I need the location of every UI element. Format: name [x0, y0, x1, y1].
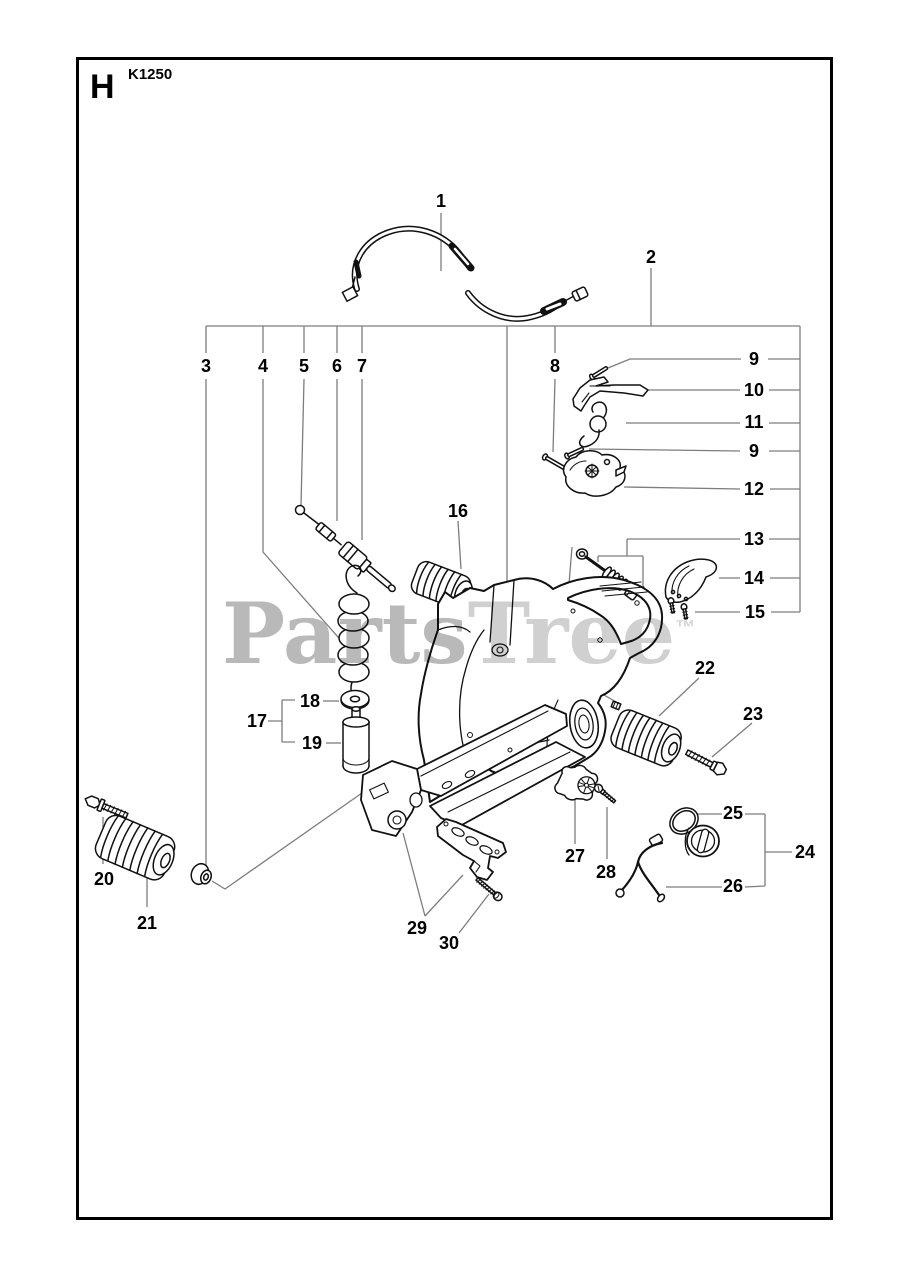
- part-24-cap-drawing: [684, 824, 720, 858]
- part-11-spring-drawing: [578, 401, 608, 448]
- part-26-strap-drawing: [615, 833, 666, 903]
- callout-1: 1: [435, 191, 447, 211]
- callout-21: 21: [136, 913, 158, 933]
- callout-16: 16: [447, 501, 469, 521]
- callout-3: 3: [200, 356, 212, 376]
- part-14-plate-drawing: [664, 558, 718, 603]
- callout-26: 26: [722, 876, 744, 896]
- part-22-boot-drawing: [610, 700, 682, 767]
- part-15-screws-drawing: [667, 597, 689, 620]
- callout-20: 20: [93, 869, 115, 889]
- callout-19: 19: [301, 733, 323, 753]
- part-9-pin-lower-drawing: [564, 446, 585, 460]
- callout-5: 5: [298, 356, 310, 376]
- part-front-rail-drawing: [360, 704, 586, 837]
- callout-30: 30: [438, 933, 460, 953]
- callout-9b: 9: [748, 441, 760, 461]
- callout-23: 23: [742, 704, 764, 724]
- callout-7: 7: [356, 356, 368, 376]
- part-23-bolt-drawing: [684, 749, 728, 776]
- callout-28: 28: [595, 862, 617, 882]
- callout-22: 22: [694, 658, 716, 678]
- callout-17: 17: [246, 711, 268, 731]
- callout-12: 12: [743, 479, 765, 499]
- part-4-fuel-hose-drawing: [337, 564, 370, 699]
- part-30-screw-drawing: [475, 877, 503, 902]
- page-letter: H: [90, 68, 115, 106]
- callout-15: 15: [744, 602, 766, 622]
- part-grommet-drawing: [190, 862, 213, 886]
- model-number: K1250: [128, 66, 173, 83]
- callout-2: 2: [645, 247, 657, 267]
- part-6-adjuster-drawing: [315, 522, 342, 546]
- callout-18: 18: [299, 691, 321, 711]
- part-7-plunger-drawing: [338, 541, 396, 593]
- part-29-bracket-drawing: [436, 818, 507, 881]
- callout-11: 11: [744, 412, 764, 432]
- part-1-cable-drawing: [341, 225, 589, 322]
- page-border: [76, 57, 833, 1220]
- callout-25: 25: [722, 803, 744, 823]
- callout-6: 6: [331, 356, 343, 376]
- callout-27: 27: [564, 846, 586, 866]
- part-12-bracket-drawing: [562, 450, 627, 497]
- part-20-bolt-drawing: [84, 795, 129, 819]
- callout-13: 13: [743, 529, 765, 549]
- callout-8: 8: [549, 356, 561, 376]
- callout-24: 24: [794, 842, 816, 862]
- callout-4: 4: [257, 356, 269, 376]
- part-21-boot-drawing: [94, 814, 176, 881]
- part-5-ball-drawing: [294, 504, 322, 527]
- callout-9a: 9: [748, 349, 760, 369]
- callout-10: 10: [743, 380, 765, 400]
- leader-lines: [102, 213, 801, 934]
- part-10-lever-drawing: [572, 376, 649, 412]
- callout-29: 29: [406, 918, 428, 938]
- part-19-filter-drawing: [342, 706, 370, 774]
- callout-14: 14: [743, 568, 765, 588]
- part-28-screw-drawing: [593, 783, 617, 804]
